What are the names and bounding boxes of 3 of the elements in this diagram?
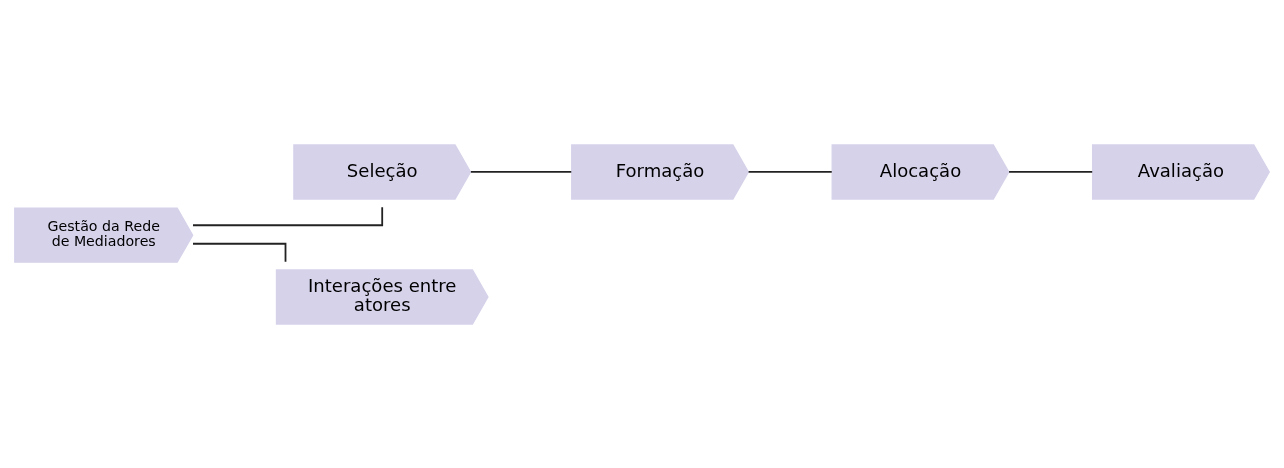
connector (747, 170, 833, 173)
connector (1008, 170, 1094, 173)
connector (469, 170, 573, 173)
